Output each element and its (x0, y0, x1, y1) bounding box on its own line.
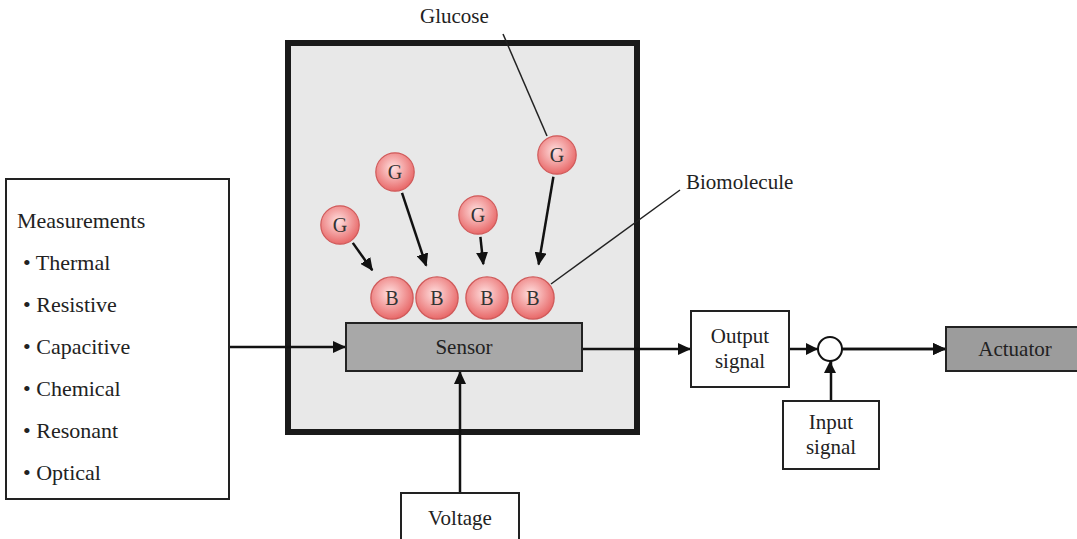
list-item: • Resonant (17, 410, 220, 452)
node-label: G (388, 161, 402, 184)
measurements-list: Measurements• Thermal• Resistive• Capaci… (5, 178, 230, 500)
sensor-box: Sensor (345, 322, 583, 372)
node-label: G (471, 204, 485, 227)
arrow-connector (831, 349, 945, 400)
biomolecule-circle: B (415, 276, 459, 320)
node-label: Output signal (698, 324, 782, 374)
node-label: G (333, 214, 347, 237)
biomolecule-circle: B (511, 276, 555, 320)
list-item: • Resistive (17, 284, 220, 326)
node-label: Input signal (790, 410, 872, 460)
glucose-label: Glucose (418, 4, 491, 29)
leader-line (551, 190, 680, 284)
arrow-connector (583, 348, 690, 351)
node-label: G (550, 144, 564, 167)
summing-circle (818, 337, 842, 361)
list-heading: Measurements (17, 200, 220, 242)
node-label: Voltage (428, 506, 492, 531)
arrow-head (806, 343, 818, 355)
leader-line (503, 34, 547, 136)
arrow-connector (402, 193, 426, 266)
node-label: B (526, 287, 539, 310)
list-item: • Thermal (17, 242, 220, 284)
glucose-molecule: G (320, 205, 360, 245)
node-label: Actuator (978, 337, 1051, 362)
biomolecule-circle: B (465, 276, 509, 320)
arrow-connector (353, 243, 373, 270)
biomolecule-circle: B (370, 276, 414, 320)
arrow-connector (480, 237, 483, 264)
node-label: B (480, 287, 493, 310)
output-box: Output signal (690, 310, 790, 388)
list-item: • Capacitive (17, 326, 220, 368)
list-item: • Chemical (17, 368, 220, 410)
glucose-molecule: G (458, 195, 498, 235)
biomolecule-label: Biomolecule (684, 170, 795, 195)
arrow-connector (230, 346, 345, 349)
glucose-molecule: G (537, 135, 577, 175)
list-item: • Optical (17, 452, 220, 494)
arrow-connector (459, 372, 462, 492)
node-label: Sensor (435, 335, 492, 360)
sample-chamber (288, 43, 637, 432)
voltage-box: Voltage (400, 492, 520, 539)
actuator-box: Actuator (945, 326, 1077, 372)
node-label: B (385, 287, 398, 310)
glucose-molecule: G (375, 152, 415, 192)
node-label: B (430, 287, 443, 310)
arrow-head (824, 361, 836, 373)
arrow-connector (539, 177, 554, 265)
input-box: Input signal (782, 400, 880, 470)
